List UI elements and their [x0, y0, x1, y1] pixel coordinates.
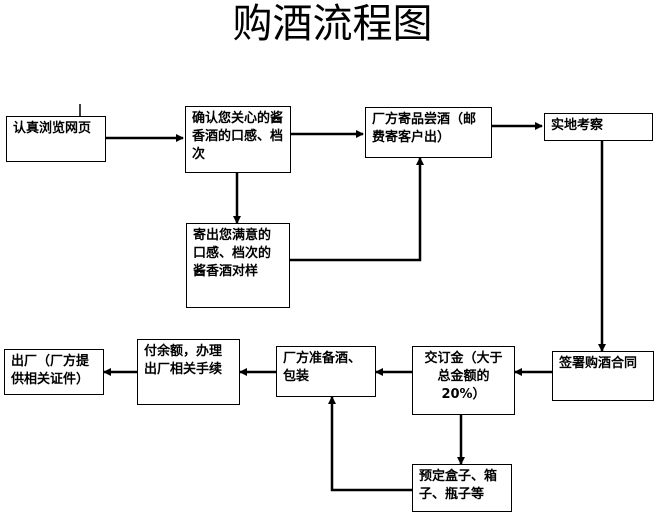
node-browse: 认真浏览网页 [6, 116, 106, 162]
arrow-order-to-prepare [328, 396, 412, 492]
node-ship: 出厂（厂方提供相关证件） [4, 349, 104, 395]
arrow-mail-to-tasting [290, 157, 424, 262]
node-mail-sample: 寄出您满意的口感、档次的酱香酒对样 [186, 223, 290, 308]
node-inspect: 实地考察 [544, 113, 653, 141]
page-title: 购酒流程图 [232, 1, 433, 47]
node-prepare: 厂方准备酒、包装 [276, 346, 376, 397]
node-tasting: 厂方寄品尝酒（邮费寄客户出） [365, 107, 492, 158]
node-sign: 签署购酒合同 [552, 351, 654, 401]
node-deposit: 交订金（大于总金额的 20%） [412, 346, 515, 415]
node-order-boxes: 预定盒子、箱子、瓶子等 [412, 464, 512, 512]
node-pay-balance: 付余额，办理出厂相关手续 [137, 339, 240, 405]
node-confirm: 确认您关心的酱香酒的口感、档次 [185, 106, 291, 173]
